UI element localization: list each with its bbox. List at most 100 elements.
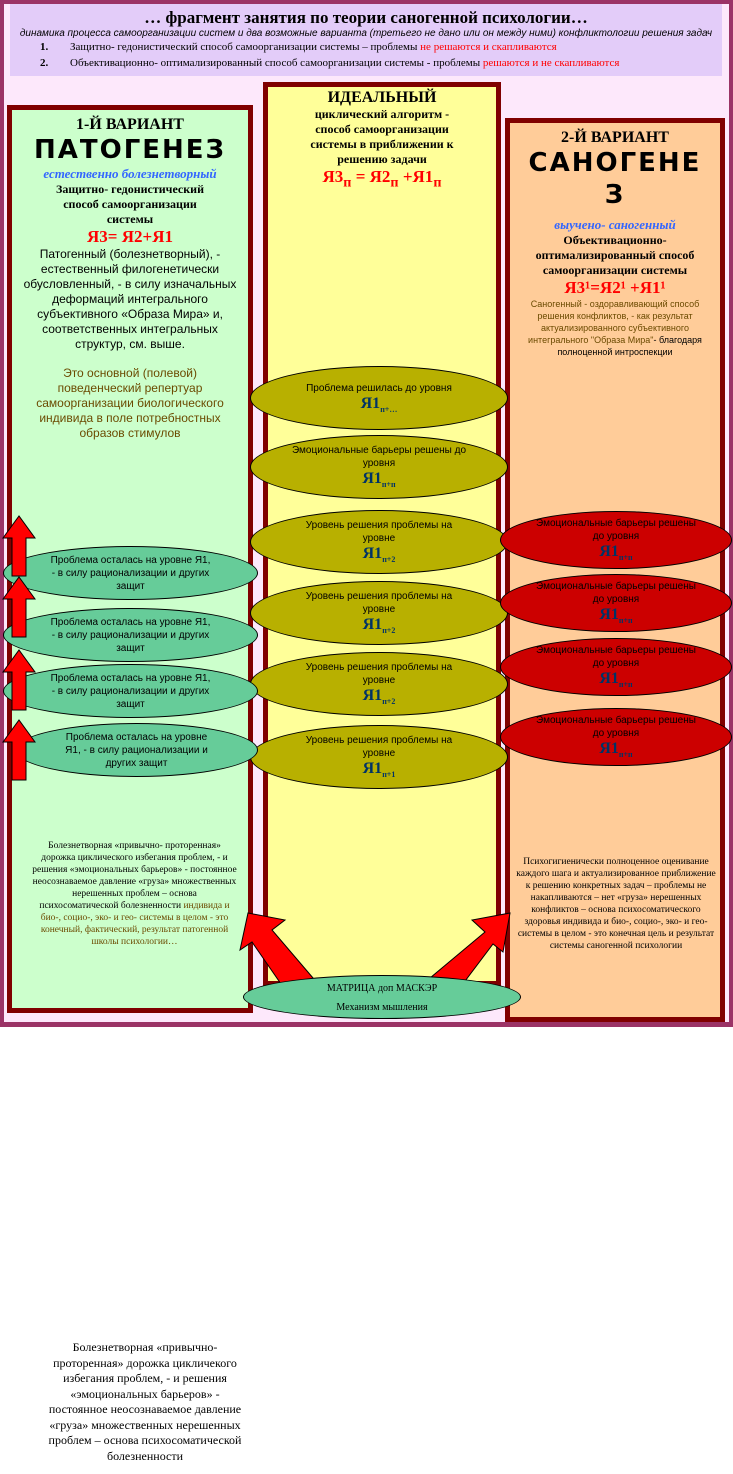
- ideal-formula: Я3п = Я2п +Я1п: [268, 167, 496, 191]
- description-2: Это основной (полевой) поведенческий реп…: [36, 366, 224, 440]
- level-label: Я1п+п: [599, 543, 632, 562]
- method: Защитно- гедонистический способ самоорга…: [56, 182, 204, 226]
- list-number: 2.: [40, 57, 49, 69]
- matrix-ellipse: МАТРИЦА доп МАСКЭР Механизм мышления: [243, 975, 521, 1019]
- page-title: … фрагмент занятия по теории саногенной …: [144, 8, 588, 27]
- ya-sub: п+2: [382, 697, 396, 707]
- level-label: Я1п+п: [599, 740, 632, 759]
- variant-heading: 1-Й ВАРИАНТ: [76, 116, 184, 133]
- up-arrow-icon: [2, 649, 36, 711]
- level-label: Я1п+…: [361, 395, 398, 414]
- ya: Я1: [599, 543, 619, 561]
- green-ellipse: Проблема осталась на уровне Я1, - в силу…: [3, 608, 258, 662]
- level-label: Я1п+2: [363, 616, 396, 635]
- level-label: Я1п+1: [363, 760, 396, 779]
- list-text: Объективационно- оптимализированный спос…: [70, 57, 483, 69]
- f: п: [343, 174, 352, 191]
- up-arrow-icon: [2, 515, 36, 577]
- up-arrow-icon: [2, 576, 36, 638]
- variant-list: 1. Защитно- гедонистический способ самоор…: [40, 41, 722, 69]
- sanogenesis-summary: Психогигиенически полноценное оценивание…: [516, 857, 716, 951]
- ellipse-text: Проблема осталась на уровне Я1, - в силу…: [50, 616, 211, 654]
- subtitle: динамика процесса самоорганизации систем…: [19, 28, 713, 39]
- ellipse-text: Эмоциональные барьеры решены до уровня: [291, 445, 467, 470]
- list-highlight: решаются и не скапливаются: [482, 57, 620, 69]
- ya-sub: п+п: [618, 616, 633, 626]
- method: Объективационно- оптимализированный спос…: [535, 233, 695, 277]
- ellipse-text: Уровень решения проблемы на уровне: [305, 591, 453, 616]
- ya: Я1: [599, 740, 619, 758]
- f: +Я1: [398, 167, 434, 186]
- ellipse-text: Эмоциональные барьеры решены до уровня: [536, 715, 696, 740]
- green-ellipse: Проблема осталась на уровне Я1, - в силу…: [3, 546, 258, 600]
- formula: Я3¹=Я2¹ +Я1¹: [564, 278, 666, 297]
- list-highlight: не решаются и скапливаются: [420, 41, 557, 53]
- ellipse-text: Эмоциональные барьеры решены до уровня: [536, 581, 696, 606]
- ya-sub: п+п: [618, 680, 633, 690]
- arrows-layer: [2, 515, 511, 998]
- variant-name: САНОГЕНЕЗ: [528, 148, 702, 210]
- f: п: [390, 174, 399, 191]
- matrix-label: МАТРИЦА доп МАСКЭР: [326, 983, 438, 994]
- sanogenesis-panel: 2-Й ВАРИАНТ САНОГЕНЕЗ выучено- саногенны…: [505, 118, 725, 1022]
- ideal-heading: ИДЕАЛЬНЫЙ: [327, 89, 437, 106]
- ya-sub: п+п: [381, 480, 396, 490]
- level-label: Я1п+п: [362, 470, 395, 489]
- level-label: Я1п+2: [363, 545, 396, 564]
- green-ellipse: Проблема осталась на уровне Я1, - в силу…: [15, 723, 258, 777]
- f: Я3: [322, 167, 344, 186]
- ya-sub: п+п: [618, 750, 633, 760]
- ya-sub: п+2: [382, 555, 396, 565]
- f: = Я2: [351, 167, 391, 186]
- bottom-note: Болезнетворная «привычно-проторенная» до…: [48, 1340, 242, 1463]
- ya: Я1: [362, 616, 383, 634]
- ellipse-text: Эмоциональные барьеры решены до уровня: [536, 645, 696, 670]
- ellipse-text: Проблема осталась на уровне Я1, - в силу…: [65, 731, 208, 769]
- ya-sub: п+2: [382, 626, 396, 636]
- ya: Я1: [362, 760, 383, 778]
- ellipse-text: Уровень решения проблемы на уровне: [305, 735, 453, 760]
- ellipse-text: Эмоциональные барьеры решены до уровня: [536, 518, 696, 543]
- variant-type: выучено- саногенный: [554, 217, 676, 232]
- matrix-sublabel: Механизм мышления: [336, 1002, 428, 1013]
- variant-type: естественно болезнетворный: [43, 166, 217, 181]
- ya-sub: п+1: [382, 770, 396, 780]
- ya: Я1: [362, 687, 383, 705]
- ya: Я1: [599, 670, 619, 688]
- level-label: Я1п+п: [599, 606, 632, 625]
- pathogenesis-summary: Болезнетворная «привычно- проторенная» д…: [32, 840, 237, 948]
- ellipse-text: Уровень решения проблемы на уровне: [305, 662, 453, 687]
- ellipse-text: Проблема осталась на уровне Я1, - в силу…: [50, 554, 211, 592]
- list-item: 2. Объективационно- оптимализированный сп…: [40, 57, 722, 69]
- f: п: [433, 174, 442, 191]
- green-ellipse: Проблема осталась на уровне Я1, - в силу…: [3, 664, 258, 718]
- list-text: Защитно- гедонистический способ самоорга…: [70, 41, 421, 53]
- ideal-description: циклический алгоритм - способ самооргани…: [310, 107, 454, 166]
- level-label: Я1п+2: [363, 687, 396, 706]
- list-item: 1. Защитно- гедонистический способ самоор…: [40, 41, 722, 53]
- variant-heading: 2-Й ВАРИАНТ: [561, 129, 669, 146]
- ellipse-text: Уровень решения проблемы на уровне: [305, 520, 453, 545]
- ya-sub: п+…: [380, 405, 398, 415]
- list-number: 1.: [40, 41, 49, 53]
- header: … фрагмент занятия по теории саногенной …: [10, 4, 722, 76]
- big-arrow-up-left: [239, 912, 314, 998]
- formula: Я3= Я2+Я1: [87, 227, 173, 246]
- variant-name: ПАТОГЕНЕЗ: [33, 135, 227, 165]
- ya: Я1: [360, 394, 381, 412]
- up-arrow-icon: [2, 719, 36, 781]
- description: Патогенный (болезнетворный), - естествен…: [23, 247, 237, 351]
- level-label: Я1п+п: [599, 670, 632, 689]
- description: Саногенный - оздоравливающий способ реше…: [510, 298, 720, 358]
- desc-text-b: - благодаря полноценной интроспекции: [557, 335, 702, 357]
- desc-text: Саногенный - оздоравливающий способ реше…: [528, 299, 700, 345]
